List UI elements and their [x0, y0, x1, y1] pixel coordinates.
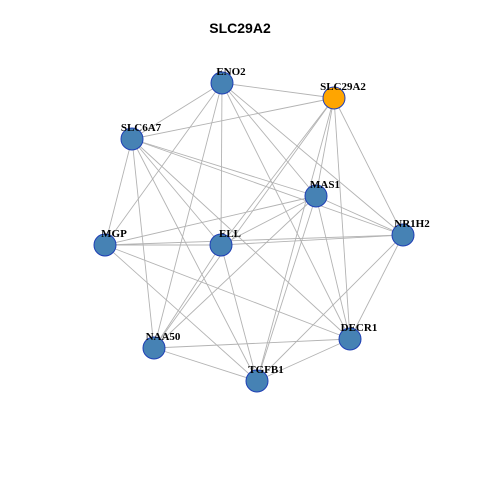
edge-nr1h2-tgfb1: [256, 234, 404, 382]
edge-slc29a2-naa50: [153, 97, 335, 349]
edge-slc29a2-decr1: [333, 97, 351, 340]
node-nr1h2: [391, 223, 415, 247]
edge-eno2-mgp: [104, 82, 223, 246]
edge-decr1-tgfb1: [256, 338, 351, 382]
edge-mas1-nr1h2: [315, 195, 404, 236]
edge-nr1h2-ell: [220, 234, 404, 246]
node-label-mgp: MGP: [101, 228, 127, 240]
edge-eno2-nr1h2: [221, 82, 404, 236]
edge-mgp-decr1: [104, 244, 351, 340]
node-label-slc6a7: SLC6A7: [121, 122, 162, 134]
edge-eno2-naa50: [153, 82, 223, 349]
edge-mas1-mgp: [104, 195, 317, 246]
node-mgp: [93, 233, 117, 257]
node-label-ell: ELL: [219, 228, 241, 240]
node-slc29a2: [322, 86, 346, 110]
edge-slc29a2-tgfb1: [256, 97, 335, 382]
edge-slc29a2-nr1h2: [333, 97, 404, 236]
node-label-decr1: DECR1: [341, 322, 378, 334]
edge-decr1-naa50: [153, 338, 351, 349]
edge-slc6a7-mas1: [131, 138, 317, 197]
edge-mas1-decr1: [315, 195, 351, 340]
edge-slc6a7-mgp: [104, 138, 133, 246]
edge-ell-tgfb1: [220, 244, 258, 382]
edge-eno2-mas1: [221, 82, 317, 197]
node-label-mas1: MAS1: [310, 179, 340, 191]
node-label-slc29a2: SLC29A2: [320, 81, 366, 93]
edge-nr1h2-decr1: [349, 234, 404, 340]
node-label-nr1h2: NR1H2: [394, 218, 430, 230]
node-tgfb1: [245, 369, 269, 393]
edge-ell-naa50: [153, 244, 222, 349]
node-label-eno2: ENO2: [216, 66, 246, 78]
edge-slc6a7-decr1: [131, 138, 351, 340]
edge-mas1-naa50: [153, 195, 317, 349]
edge-slc29a2-mas1: [315, 97, 335, 197]
edge-naa50-tgfb1: [153, 347, 258, 382]
node-label-tgfb1: TGFB1: [248, 364, 283, 376]
node-slc6a7: [120, 127, 144, 151]
edge-eno2-slc6a7: [131, 82, 223, 140]
node-eno2: [210, 71, 234, 95]
edge-mas1-ell: [220, 195, 317, 246]
node-ell: [209, 233, 233, 257]
node-mas1: [304, 184, 328, 208]
node-label-naa50: NAA50: [146, 331, 181, 343]
edge-slc6a7-tgfb1: [131, 138, 258, 382]
node-decr1: [338, 327, 362, 351]
edge-mas1-tgfb1: [256, 195, 317, 382]
edge-mgp-tgfb1: [104, 244, 258, 382]
graph-title: SLC29A2: [209, 20, 271, 36]
edge-slc6a7-ell: [131, 138, 222, 246]
edge-slc29a2-ell: [220, 97, 335, 246]
edge-eno2-slc29a2: [221, 82, 335, 99]
edge-nr1h2-mgp: [104, 234, 404, 246]
edge-slc29a2-slc6a7: [131, 97, 335, 140]
edge-layer: [104, 82, 404, 382]
node-naa50: [142, 336, 166, 360]
edge-slc6a7-nr1h2: [131, 138, 404, 236]
